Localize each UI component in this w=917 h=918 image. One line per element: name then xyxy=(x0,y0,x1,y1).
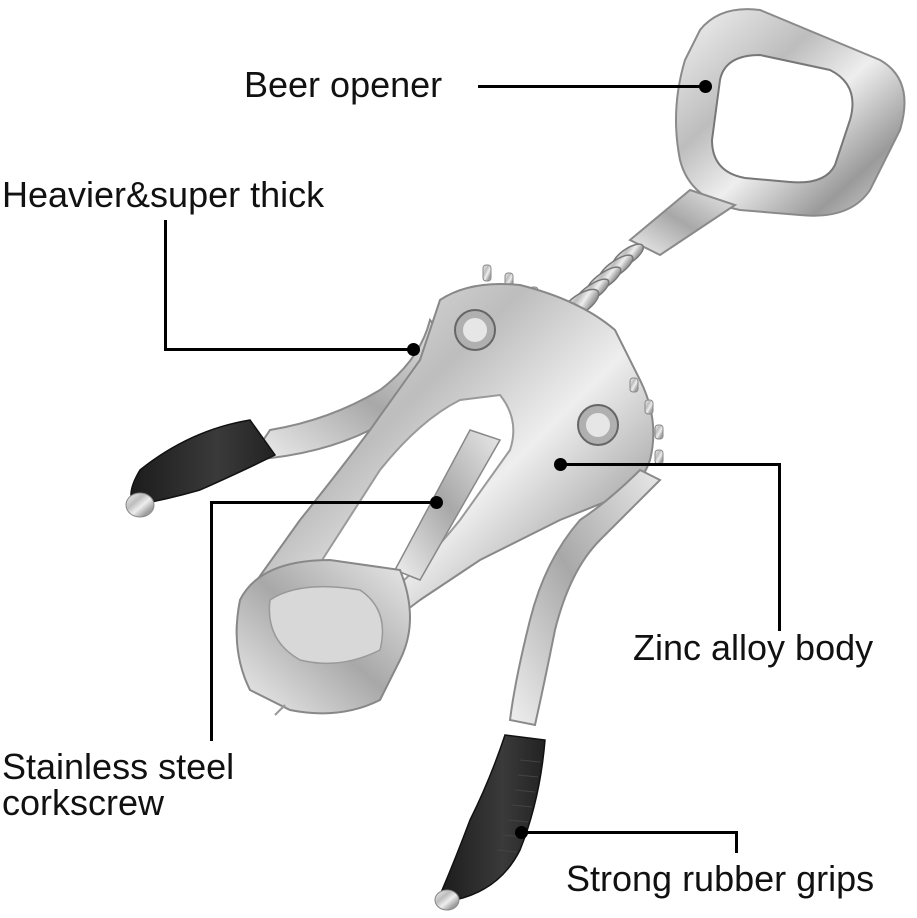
callout-dot-stainless-corkscrew xyxy=(430,496,443,509)
callout-line-rubber-grips-vertical xyxy=(735,831,738,853)
callout-line-zinc-body-vertical xyxy=(778,463,781,631)
callout-label-beer-opener: Beer opener xyxy=(244,64,443,105)
callout-label-stainless-line1: Stainless steel xyxy=(2,746,235,787)
callout-label-rubber-grips: Strong rubber grips xyxy=(566,858,875,899)
callout-line-stainless-vertical xyxy=(210,501,213,741)
callout-line-stainless-horizontal xyxy=(210,501,436,504)
callout-label-stainless-line2: corkscrew xyxy=(2,782,165,823)
callout-dot-beer-opener xyxy=(699,80,712,93)
beer-opener-head xyxy=(560,8,906,320)
callout-line-rubber-grips-horizontal xyxy=(521,831,737,834)
callout-line-heavier-thick-horizontal xyxy=(164,348,414,351)
callout-line-zinc-body-horizontal xyxy=(560,463,780,466)
callout-dot-heavier-thick xyxy=(407,343,420,356)
main-body xyxy=(235,283,664,716)
right-lever xyxy=(434,468,662,911)
callout-line-beer-opener xyxy=(478,85,705,88)
callout-label-heavier-thick: Heavier&super thick xyxy=(2,174,325,215)
callout-line-heavier-thick-vertical xyxy=(164,220,167,350)
callout-label-zinc-body: Zinc alloy body xyxy=(633,627,874,668)
